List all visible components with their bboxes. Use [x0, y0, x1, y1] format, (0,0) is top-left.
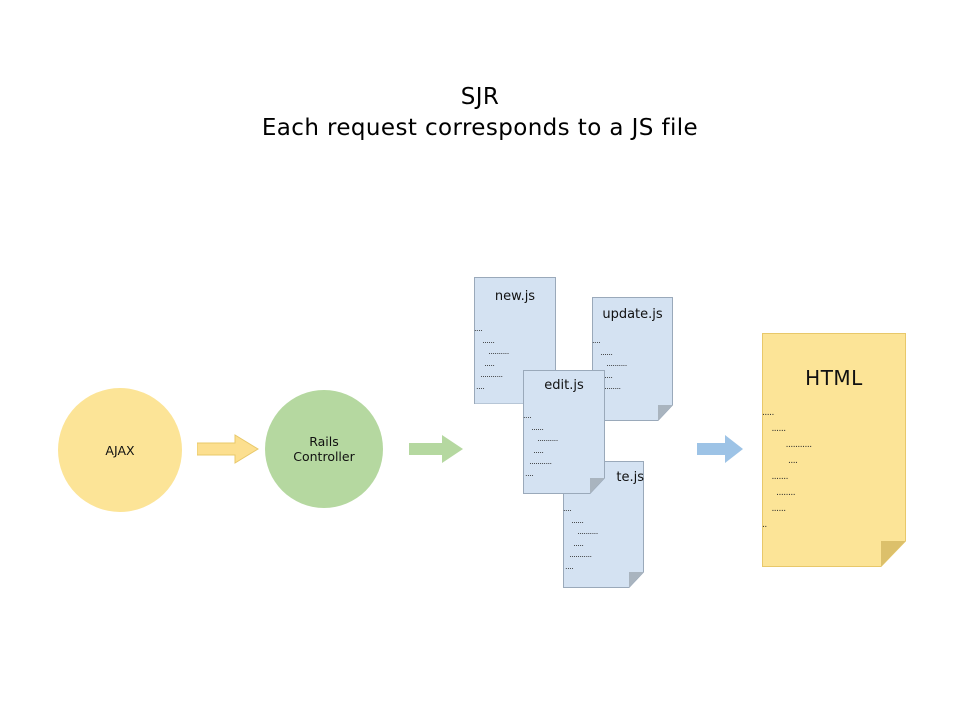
- document-update-js-title: update.js: [602, 307, 663, 322]
- node-rails-controller[interactable]: Rails Controller: [265, 390, 383, 508]
- diagram-title: SJR Each request corresponds to a JS fil…: [0, 82, 960, 144]
- arrow-rails-to-documents: [409, 434, 463, 464]
- arrow-ajax-to-rails: [197, 434, 259, 464]
- document-html[interactable]: HTML ..... ...... ........... .... .....…: [762, 333, 906, 567]
- document-fourth-js-title: te.js: [616, 470, 644, 485]
- title-line-2: Each request corresponds to a JS file: [261, 115, 699, 141]
- node-ajax-label: AJAX: [105, 442, 135, 458]
- arrow-documents-to-html: [697, 434, 743, 464]
- document-edit-js[interactable]: edit.js .... ...... .......... ..... ...…: [523, 370, 605, 494]
- document-shape: [762, 333, 906, 567]
- title-line-1: SJR: [460, 84, 500, 110]
- document-shape: [523, 370, 605, 494]
- document-new-js-title: new.js: [494, 289, 536, 304]
- node-ajax[interactable]: AJAX: [58, 388, 182, 512]
- node-rails-controller-label: Rails Controller: [293, 434, 355, 464]
- document-html-title: HTML: [805, 366, 863, 390]
- document-edit-js-title: edit.js: [544, 378, 584, 393]
